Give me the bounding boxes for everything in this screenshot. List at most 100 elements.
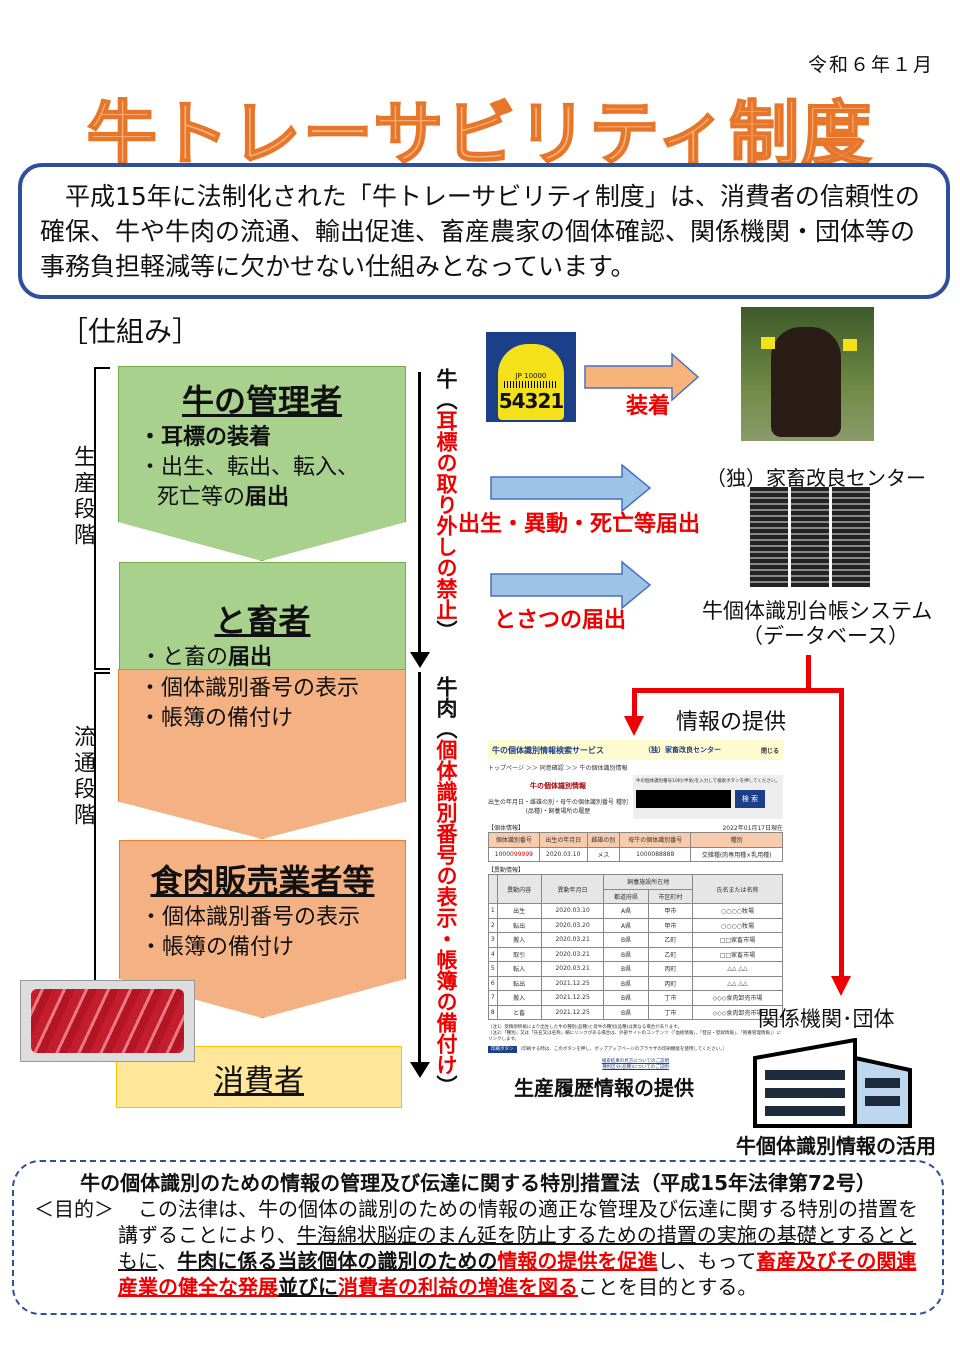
system-name: 牛個体識別台帳システム	[702, 599, 933, 623]
id-red: 9999	[513, 850, 530, 858]
slaughter-item-2: 届出	[228, 645, 273, 670]
table-cell: 7	[488, 990, 498, 1006]
farmer-box: 牛の管理者 ・耳標の装着 ・出生、転出、転入、 死亡等の届出	[118, 366, 406, 561]
table-cell: 甲市	[647, 903, 693, 919]
th: 異動内容	[496, 874, 542, 904]
table-cell: 丙町	[647, 961, 693, 977]
table-cell: △△ △△	[691, 961, 784, 977]
calf-photo	[741, 307, 874, 441]
web-breadcrumb: トップページ ＞＞ 同意確認 ＞＞ 牛の個体識別情報	[488, 765, 628, 772]
slaughter-report-arrow	[490, 560, 652, 610]
web-link-1[interactable]: 検索結果の見方についてのご説明	[601, 1059, 670, 1064]
table-cell: B県	[603, 1004, 649, 1020]
web-link-2[interactable]: 種別区分(品種)についてのご説明	[602, 1065, 669, 1070]
info-arrowhead-left	[624, 716, 644, 736]
slaughter-item-ledger: ・帳簿の備付け	[139, 706, 294, 731]
law-text-7: 畜産及びその関連産業の健全な発展	[118, 1249, 917, 1299]
web-service-name: 牛の個体識別情報検索サービス	[492, 745, 604, 755]
report-label: 出生・異動・死亡等届出	[458, 512, 701, 537]
web-close[interactable]: 閉じる	[760, 747, 779, 755]
cattle-rule: 牛（耳標の取り外しの禁止）	[434, 368, 458, 641]
th: 雌雄の別	[586, 832, 621, 848]
report-arrow	[490, 463, 652, 513]
info-line-left	[632, 688, 637, 718]
web-desc: 出生の年月日・雌雄の別・母牛の個体識別番号 種別(品種)・飼養場所の履歴	[488, 799, 628, 815]
table-cell: A県	[603, 917, 649, 933]
th: 氏名または名称	[691, 874, 784, 904]
table-cell: □□家畜市場	[691, 946, 784, 962]
th: 種別	[690, 832, 783, 848]
table-cell: △△ △△	[691, 975, 784, 991]
orgs-label: 関係機関･団体	[758, 1007, 895, 1031]
distribution-bracket	[94, 672, 110, 982]
retailer-item-ledger: ・帳簿の備付け	[140, 935, 295, 960]
table-cell: 2020.03.21	[540, 932, 605, 948]
table-cell: 3	[488, 932, 498, 948]
table-cell: 乙町	[647, 932, 693, 948]
info-line-v	[806, 655, 811, 693]
table-cell: B県	[603, 946, 649, 962]
table-cell: B県	[603, 961, 649, 977]
system-db: （データベース）	[742, 624, 909, 648]
web-search-button[interactable]: 検 索	[735, 790, 765, 808]
page-title: 牛トレーサビリティ制度	[86, 92, 874, 176]
slaughter-title: と畜者	[214, 602, 311, 640]
table-cell: 甲市	[647, 917, 693, 933]
utilization-label: 牛個体識別情報の活用	[736, 1134, 936, 1158]
table-cell: 2021.12.25	[540, 990, 605, 1006]
table-cell: 6	[488, 975, 498, 991]
table-cell: 2020.03.21	[540, 946, 605, 962]
table-cell: 搬入	[496, 990, 542, 1006]
indiv-id: 1000099999	[488, 846, 540, 862]
law-text-1: この法律は、牛の個体の識別のための情報の適正な管理及び伝達に関する特別の措置を講…	[118, 1197, 918, 1247]
law-box: 牛の個体識別のための情報の管理及び伝達に関する特別措置法（平成15年法律第72号…	[12, 1160, 944, 1315]
retailer-item-id: ・個体識別番号の表示	[140, 905, 361, 930]
slaughter-report-label: とさつの届出	[494, 608, 627, 633]
farmer-item-report: ・出生、転出、転入、	[139, 455, 360, 480]
sex: メス	[586, 846, 621, 862]
table-cell: 8	[488, 1004, 498, 1020]
th: 出生の年月日	[538, 832, 588, 848]
web-search-input[interactable]	[636, 790, 731, 808]
web-print-button[interactable]: 印刷ボタン	[488, 1046, 517, 1053]
table-cell: 2020.03.10	[540, 903, 605, 919]
attach-arrow	[584, 352, 700, 402]
table-cell: A県	[603, 903, 649, 919]
th: 個体識別番号	[488, 832, 540, 848]
beef-rule-a: 牛肉（	[434, 676, 458, 739]
law-text-10: ことを目的とする。	[578, 1275, 758, 1299]
th	[488, 874, 498, 904]
table-cell: 2021.12.25	[540, 975, 605, 991]
flow-arrow-head-2	[410, 1062, 430, 1078]
farmer-item-report-3: 届出	[245, 485, 290, 510]
beef-package-photo	[20, 980, 195, 1062]
table-cell: 出生	[496, 903, 542, 919]
web-org: （独）家畜改良センター	[643, 746, 721, 754]
law-text-6: し、もって	[657, 1249, 757, 1273]
web-heading: 牛の個体識別情報	[530, 782, 586, 790]
table-cell: 丁市	[647, 990, 693, 1006]
table-cell: 丙町	[647, 975, 693, 991]
table-cell: B県	[603, 990, 649, 1006]
distribution-stage-label: 流通段階	[70, 725, 95, 829]
web-move-label: 【異動情報】	[488, 867, 525, 874]
table-cell: ○○○○牧場	[691, 903, 784, 919]
attach-label: 装着	[626, 394, 671, 419]
th: 都道府県	[603, 888, 649, 904]
info-label: 情報の提供	[676, 710, 787, 735]
production-stage-label: 生産段階	[70, 445, 95, 549]
beef-rule-b: 個体識別番号の表示・帳簿の備付け	[434, 739, 458, 1075]
production-bracket	[94, 367, 110, 670]
cattle-rule-c: ）	[434, 620, 458, 641]
intro-text: 平成15年に法制化された「牛トレーサビリティ制度」は、消費者の信頼性の確保、牛や…	[18, 163, 950, 299]
date: 令和６年１月	[807, 54, 934, 76]
law-purpose-label: ＜目的＞	[34, 1197, 114, 1221]
farmer-item-eartag: ・耳標の装着	[139, 425, 272, 450]
